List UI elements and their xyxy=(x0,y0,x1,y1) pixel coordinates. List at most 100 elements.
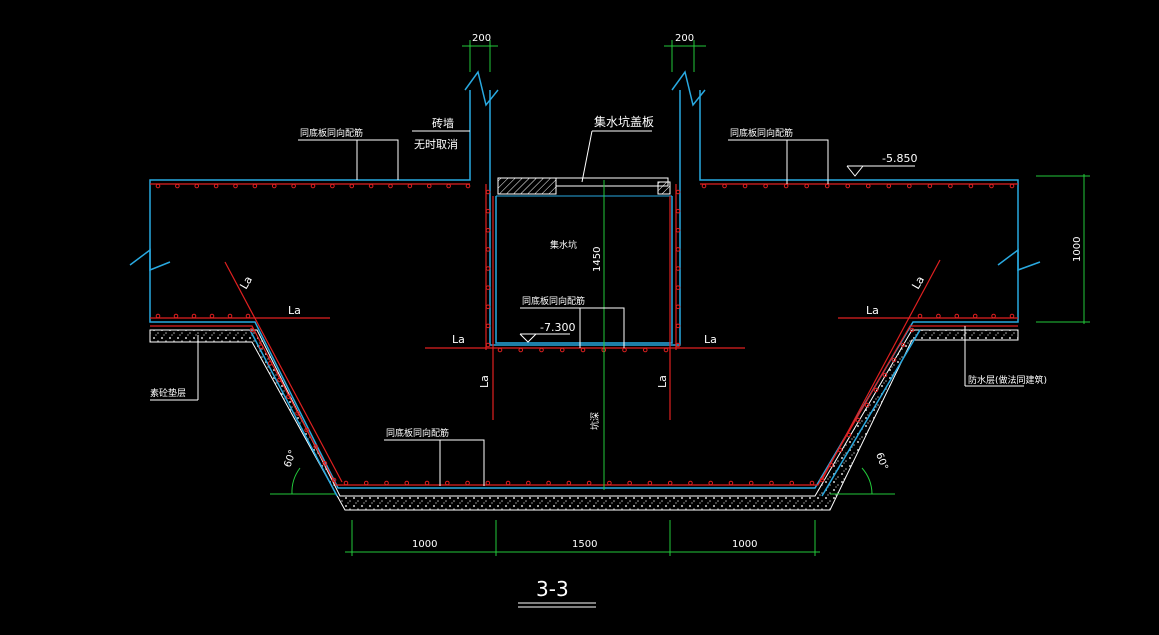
rebar-dot xyxy=(891,357,897,363)
rebar-dot xyxy=(972,313,978,319)
bottom-dim-mid: 1500 xyxy=(572,539,597,550)
rebar-dot xyxy=(769,480,774,486)
rebar-dot xyxy=(155,313,161,319)
wall-thickness-left: 200 xyxy=(472,33,491,44)
rebar-dot xyxy=(249,327,255,333)
rebar-dot xyxy=(622,347,627,353)
rebar-dot xyxy=(445,480,450,486)
rebar-dot xyxy=(722,183,727,189)
rebar-dot xyxy=(855,417,861,423)
section-title: 3-3 xyxy=(536,577,569,601)
rebar-dot xyxy=(675,304,681,310)
rebar-dot xyxy=(286,394,291,399)
rebar-dot xyxy=(384,480,389,486)
rebar-dot xyxy=(886,183,892,189)
la-label-3: La xyxy=(866,304,879,317)
rebar-dot xyxy=(271,183,277,189)
rebar-dot xyxy=(209,313,215,319)
rebar-dot xyxy=(465,480,470,486)
pit-depth-lower: 坑深 xyxy=(589,412,601,430)
rebar-dot xyxy=(675,266,681,271)
rebar-dot xyxy=(233,183,238,189)
rebar-dot xyxy=(828,462,834,468)
rebar-dot xyxy=(426,183,432,189)
elevation-top: -5.850 xyxy=(882,152,917,165)
rebar-dot xyxy=(804,183,809,189)
rebar-dot xyxy=(343,480,349,486)
la-label-2: La xyxy=(237,274,255,292)
concrete-outline xyxy=(129,70,1041,497)
rebar-dot xyxy=(291,183,296,189)
rebar-dot xyxy=(763,183,768,189)
rebar-dot xyxy=(322,461,328,466)
rebar-dot xyxy=(701,183,707,189)
rebar-dot xyxy=(675,323,681,329)
rebar-dot xyxy=(252,183,258,189)
rebar-label-left-top: 同底板同向配筋 xyxy=(300,127,363,139)
rebar-dot xyxy=(363,480,369,486)
rebar-dot xyxy=(607,480,612,486)
rebar-dot xyxy=(580,347,586,353)
rebar-dot xyxy=(824,183,830,189)
rebar-dot xyxy=(688,480,693,486)
rebar-dot xyxy=(927,183,933,189)
rebar-dot xyxy=(783,183,789,189)
rebar-dot xyxy=(675,247,681,252)
slab-thickness: 1000 xyxy=(1072,237,1083,262)
rebar-dot xyxy=(559,347,565,353)
rebar-dot xyxy=(465,183,471,189)
rebar-dot xyxy=(155,183,161,189)
rebar-dot xyxy=(505,480,511,486)
rebar-dot xyxy=(526,480,531,486)
rebar-dot xyxy=(837,447,843,453)
pit-depth: 1450 xyxy=(592,247,603,272)
pit-cover-slab xyxy=(497,177,671,195)
rebar-dot xyxy=(349,183,355,189)
brick-wall-label: 砖墙 xyxy=(432,116,454,130)
wall-thickness-right: 200 xyxy=(675,33,694,44)
rebar-dot xyxy=(227,313,233,319)
rebar-dot xyxy=(194,183,200,189)
rebar-dot xyxy=(485,304,491,310)
rebar-dot xyxy=(213,183,219,189)
la-label-1: La xyxy=(288,304,301,317)
rebar-dot xyxy=(330,183,335,189)
rebar-dot xyxy=(485,266,491,271)
rebar-dot xyxy=(789,480,795,486)
rebar-dot xyxy=(310,183,316,189)
rebar-dot xyxy=(485,323,491,329)
rebar-dot xyxy=(909,327,915,333)
rebar-dot xyxy=(742,183,748,189)
rebar-label-pit: 同底板同向配筋 xyxy=(522,295,585,307)
bottom-dim-left: 1000 xyxy=(412,539,437,550)
rebar-dot xyxy=(954,313,960,319)
annotations: 200 200 砖墙 无时取消 集水坑盖板 同底板同向配筋 同底板同向配筋 -5… xyxy=(150,33,1083,601)
rebar-dot xyxy=(175,183,180,189)
rebar-dot xyxy=(245,313,251,319)
rebar-dot xyxy=(907,183,912,189)
rebar-label-bottom: 同底板同向配筋 xyxy=(386,427,449,439)
rebar-dot xyxy=(675,227,681,233)
angle-left: 60° xyxy=(282,449,298,469)
rebar-dot xyxy=(404,480,410,486)
rebar-dot xyxy=(667,480,673,486)
rebar-dots xyxy=(155,183,1015,486)
rebar-dot xyxy=(485,208,491,214)
rebar-dot xyxy=(485,227,491,233)
rebar-dot xyxy=(864,402,870,408)
rebar-dot xyxy=(258,344,264,349)
rebar-dot xyxy=(663,347,669,353)
rebar-dot xyxy=(882,372,888,378)
rebar-lines xyxy=(150,183,1018,486)
rebar-dot xyxy=(1009,183,1015,189)
bottom-dim-right: 1000 xyxy=(732,539,757,550)
rebar-dot xyxy=(809,480,815,486)
rebar-dot xyxy=(865,183,871,189)
rebar-dot xyxy=(546,480,551,486)
rebar-dot xyxy=(485,480,491,486)
rebar-dot xyxy=(407,183,413,189)
rebar-dot xyxy=(900,342,906,348)
la-label-5: La xyxy=(452,333,465,346)
rebar-dot xyxy=(368,183,374,189)
